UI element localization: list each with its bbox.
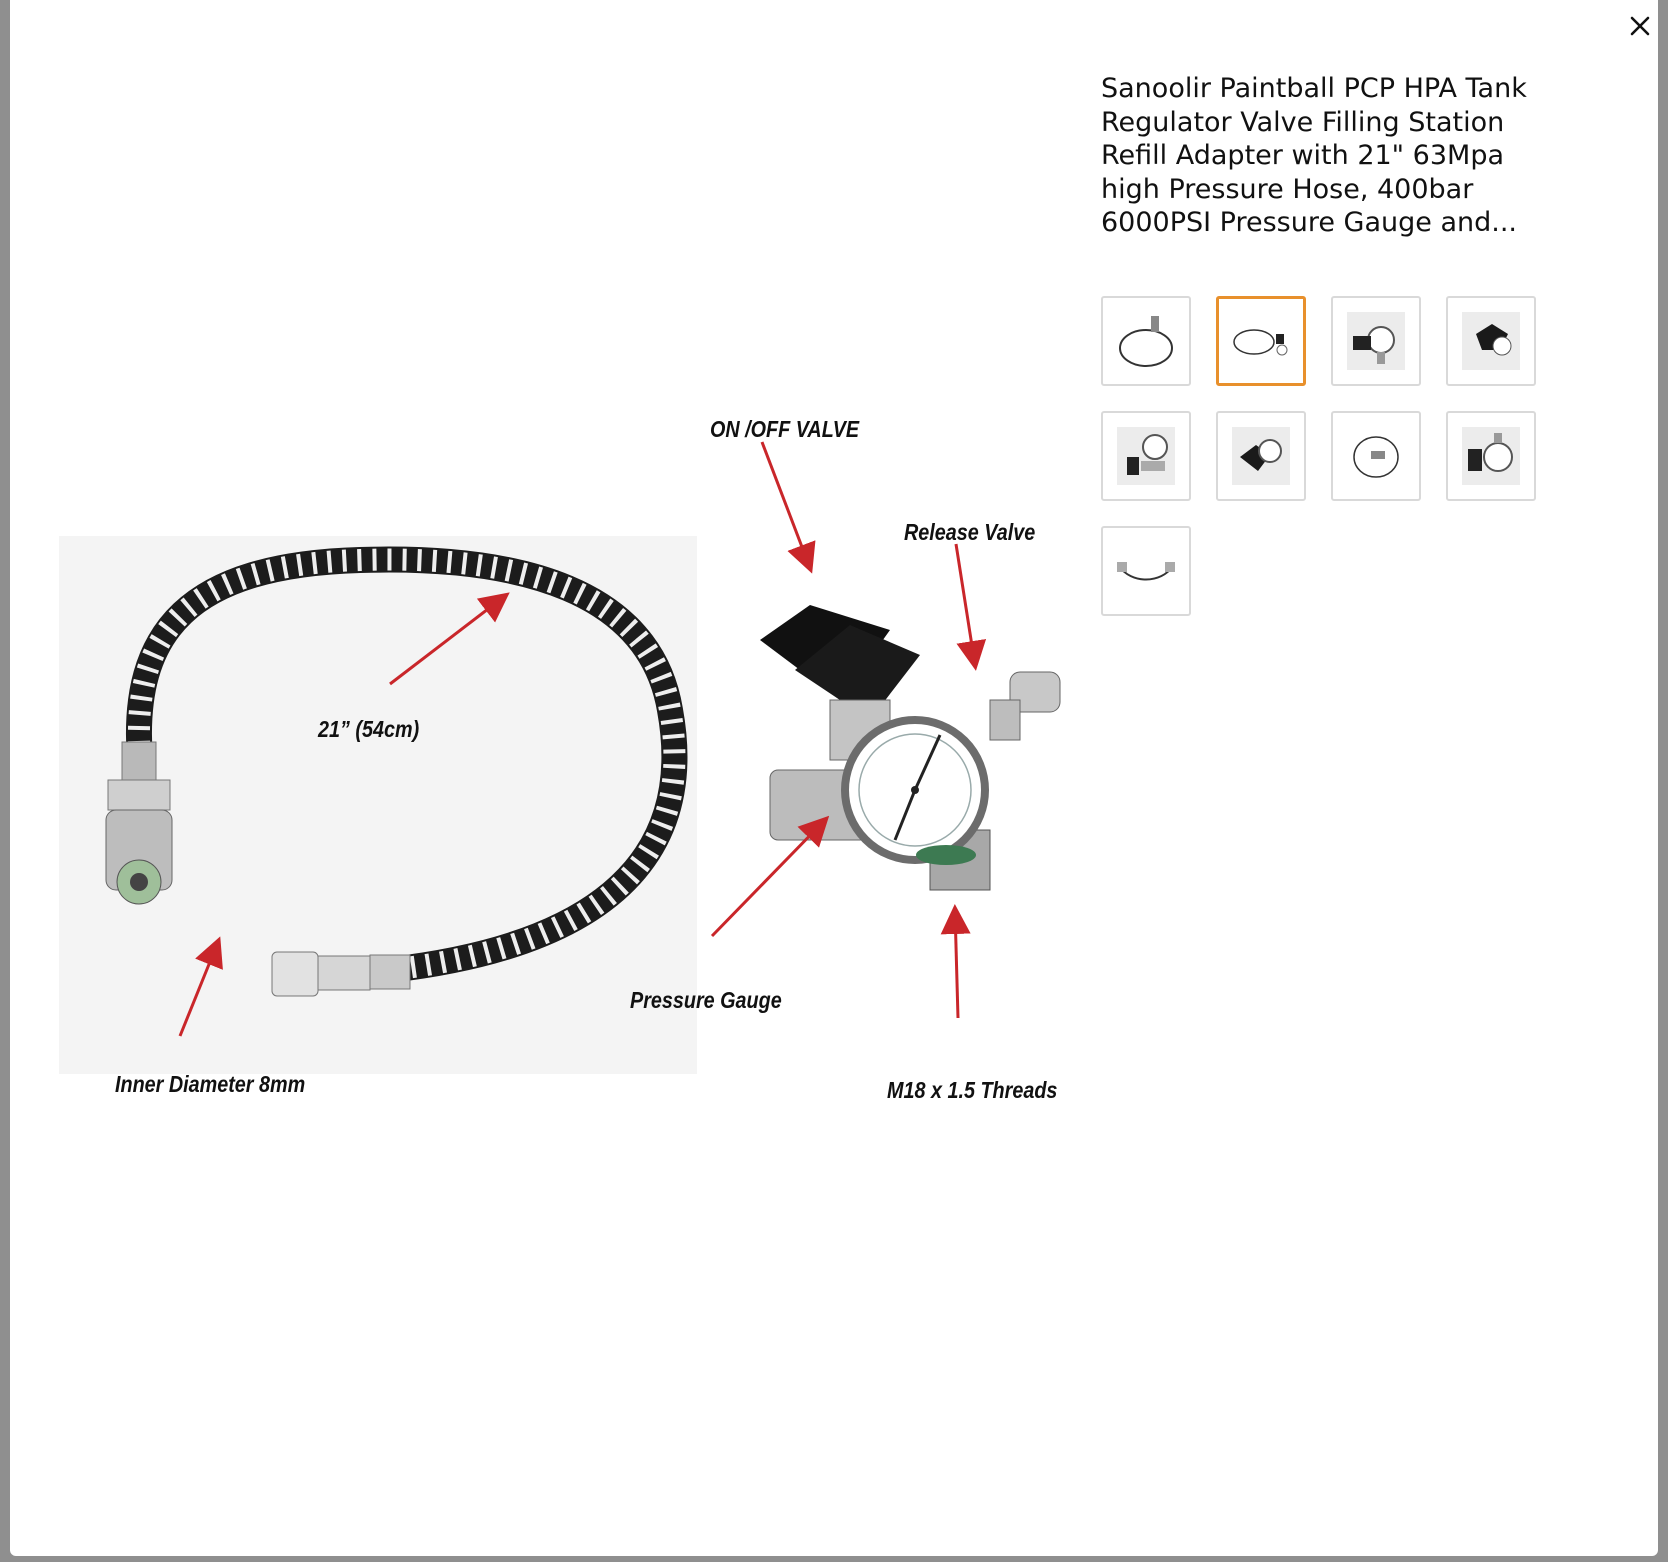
thumbnail-grid — [1101, 296, 1571, 616]
thumbnail-8[interactable] — [1446, 411, 1536, 501]
hose-coil-thumbnail — [1353, 436, 1399, 478]
close-button[interactable] — [1620, 6, 1660, 46]
product-illustration — [59, 441, 1061, 1074]
hose-diagram-thumbnail — [1233, 329, 1288, 356]
hose-straight-thumbnail — [1117, 562, 1175, 581]
callout-pressure-gauge: Pressure Gauge — [630, 987, 782, 1013]
valve-top-thumbnail — [1232, 427, 1290, 485]
main-product-image[interactable]: ON /OFF VALVE Release Valve 21” (54cm) P… — [50, 400, 1100, 1160]
thumbnail-9[interactable] — [1101, 526, 1191, 616]
thumbnail-3[interactable] — [1331, 296, 1421, 386]
thumbnail-6[interactable] — [1216, 411, 1306, 501]
hose-loop-thumbnail — [1119, 316, 1173, 367]
image-viewer-modal: ON /OFF VALVE Release Valve 21” (54cm) P… — [10, 0, 1658, 1556]
valve-knob-thumbnail — [1462, 312, 1520, 370]
callout-threads: M18 x 1.5 Threads — [887, 1077, 1058, 1103]
thumbnail-1[interactable] — [1101, 296, 1191, 386]
callout-on-off-valve: ON /OFF VALVE — [710, 416, 860, 442]
gauge-front-thumbnail — [1462, 427, 1520, 485]
product-title: Sanoolir Paintball PCP HPA Tank Regulato… — [1101, 73, 1527, 238]
gauge-valve-thumbnail — [1347, 312, 1405, 370]
thumbnail-5[interactable] — [1101, 411, 1191, 501]
thumbnail-4[interactable] — [1446, 296, 1536, 386]
callout-release-valve: Release Valve — [904, 519, 1036, 545]
callout-hose-length: 21” (54cm) — [318, 716, 420, 742]
thumbnail-7[interactable] — [1331, 411, 1421, 501]
callout-inner-diameter: Inner Diameter 8mm — [115, 1071, 306, 1097]
gauge-side-thumbnail — [1117, 427, 1175, 485]
thumbnail-2[interactable] — [1216, 296, 1306, 386]
close-icon — [1630, 16, 1650, 36]
